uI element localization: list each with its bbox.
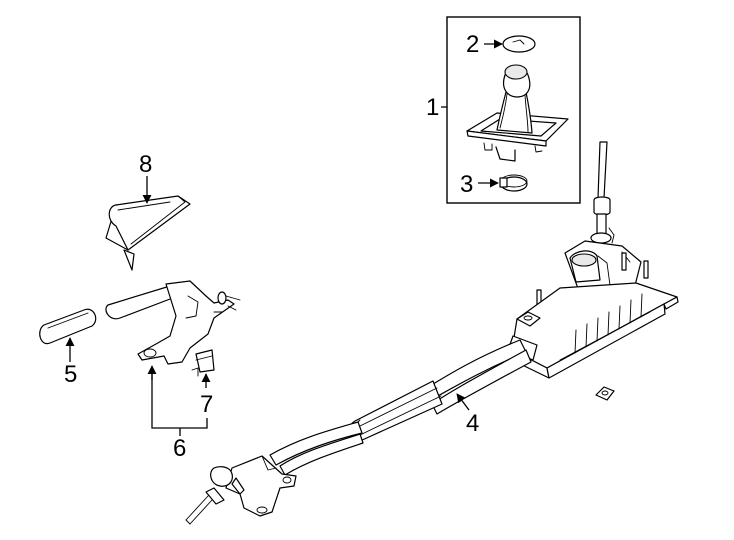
handle-cover-part bbox=[105, 195, 191, 271]
callout-6: 6 bbox=[173, 435, 186, 462]
shift-cables-part bbox=[269, 339, 532, 476]
boot-clamp-part bbox=[499, 174, 528, 192]
lever-assembly-part bbox=[105, 280, 241, 365]
callout-4: 4 bbox=[466, 410, 479, 437]
callout-3: 3 bbox=[460, 171, 473, 198]
lever-grip-part bbox=[39, 308, 97, 345]
callout-2: 2 bbox=[466, 31, 479, 58]
callout-7: 7 bbox=[200, 391, 213, 418]
shift-knob-boot-part bbox=[466, 64, 569, 162]
callout-8: 8 bbox=[139, 151, 152, 178]
callout-5: 5 bbox=[64, 361, 77, 388]
cable-end-bracket-part bbox=[185, 455, 297, 525]
callout-4-arrow bbox=[456, 393, 470, 411]
shifter-housing-part bbox=[507, 141, 679, 401]
knob-cap-part bbox=[502, 35, 536, 53]
callout-6-leader bbox=[151, 368, 208, 429]
clip-part bbox=[191, 349, 215, 377]
callout-1: 1 bbox=[426, 94, 439, 121]
